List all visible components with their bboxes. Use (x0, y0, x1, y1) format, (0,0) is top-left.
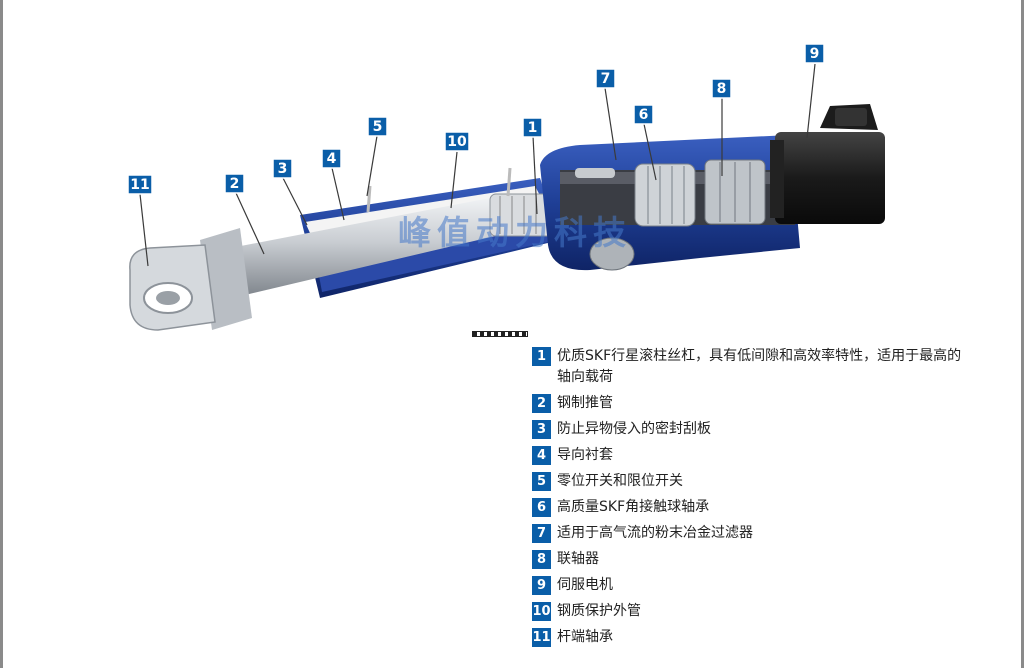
legend-label: 联轴器 (557, 551, 599, 567)
callout-8: 8 (711, 78, 732, 99)
legend-item: 1 优质SKF行星滚柱丝杠，具有低间隙和高效率特性，适用于最高的轴向载荷 (532, 346, 972, 388)
legend-label: 防止异物侵入的密封刮板 (557, 421, 711, 437)
legend-number: 8 (532, 550, 551, 569)
legend-item: 4 导向衬套 (532, 445, 972, 466)
callout-9: 9 (804, 43, 825, 64)
legend-item: 7 适用于高气流的粉末冶金过滤器 (532, 523, 972, 544)
scale-bar (472, 331, 528, 337)
legend-item: 10 钢质保护外管 (532, 601, 972, 622)
callout-5: 5 (367, 116, 388, 137)
window-frame-right (1021, 0, 1024, 668)
rod-end-bearing (129, 228, 252, 331)
legend-item: 8 联轴器 (532, 549, 972, 570)
svg-text:2: 2 (230, 176, 240, 192)
legend-number: 4 (532, 446, 551, 465)
legend-label: 伺服电机 (557, 577, 613, 593)
callout-11: 11 (127, 174, 153, 195)
legend-label: 零位开关和限位开关 (557, 473, 683, 489)
legend-number: 1 (532, 347, 551, 366)
callout-7: 7 (595, 68, 616, 89)
legend-number: 7 (532, 524, 551, 543)
svg-text:8: 8 (717, 81, 727, 97)
limit-switches (366, 167, 512, 213)
legend-number: 2 (532, 394, 551, 413)
legend-item: 5 零位开关和限位开关 (532, 471, 972, 492)
callout-4: 4 (321, 148, 342, 169)
legend-item: 3 防止异物侵入的密封刮板 (532, 419, 972, 440)
legend-label: 适用于高气流的粉末冶金过滤器 (557, 525, 753, 541)
legend-number: 10 (532, 602, 551, 621)
callout-1: 1 (522, 117, 543, 138)
watermark: 峰值动力科技 (398, 213, 632, 252)
servo-motor (770, 104, 885, 224)
svg-text:11: 11 (130, 177, 149, 193)
legend-label: 钢质保护外管 (557, 603, 641, 619)
legend-number: 3 (532, 420, 551, 439)
svg-text:10: 10 (447, 134, 467, 150)
legend-number: 5 (532, 472, 551, 491)
svg-text:1: 1 (528, 120, 538, 136)
push-tube (220, 196, 512, 298)
svg-text:7: 7 (601, 71, 611, 87)
angular-contact-bearing (634, 163, 696, 227)
legend-item: 9 伺服电机 (532, 575, 972, 596)
legend-number: 11 (532, 628, 551, 647)
callout-10: 10 (444, 131, 470, 152)
svg-text:4: 4 (327, 151, 337, 167)
legend-label: 高质量SKF角接触球轴承 (557, 499, 710, 515)
legend-number: 6 (532, 498, 551, 517)
legend-label: 导向衬套 (557, 447, 613, 463)
legend-item: 6 高质量SKF角接触球轴承 (532, 497, 972, 518)
leader-lines (139, 63, 816, 267)
callout-2: 2 (224, 173, 245, 194)
svg-text:9: 9 (810, 46, 820, 62)
filter-cylinder (575, 168, 635, 271)
legend-label: 杆端轴承 (557, 629, 613, 645)
svg-text:6: 6 (639, 107, 649, 123)
legend-label: 优质SKF行星滚柱丝杠，具有低间隙和高效率特性，适用于最高的轴向载荷 (557, 348, 962, 385)
coupling (704, 159, 766, 225)
svg-text:5: 5 (373, 119, 383, 135)
legend: 1 优质SKF行星滚柱丝杠，具有低间隙和高效率特性，适用于最高的轴向载荷 2 钢… (532, 346, 972, 653)
window-frame-left (0, 0, 3, 668)
svg-text:3: 3 (278, 161, 288, 177)
actuator-cutaway-diagram: 1 2 3 4 5 6 7 8 9 10 11 (127, 43, 885, 331)
callout-3: 3 (272, 158, 293, 179)
legend-item: 11 杆端轴承 (532, 627, 972, 648)
callout-6: 6 (633, 104, 654, 125)
legend-item: 2 钢制推管 (532, 393, 972, 414)
legend-label: 钢制推管 (557, 395, 613, 411)
legend-number: 9 (532, 576, 551, 595)
